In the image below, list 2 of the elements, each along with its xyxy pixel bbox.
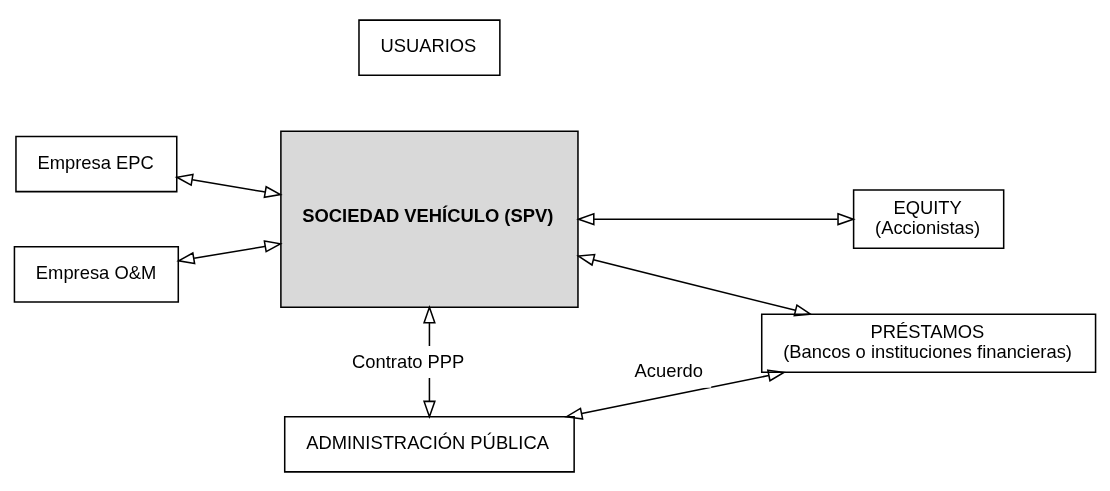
edge-label: Contrato PPP (352, 350, 465, 372)
edge-label: Acuerdo (634, 359, 704, 381)
